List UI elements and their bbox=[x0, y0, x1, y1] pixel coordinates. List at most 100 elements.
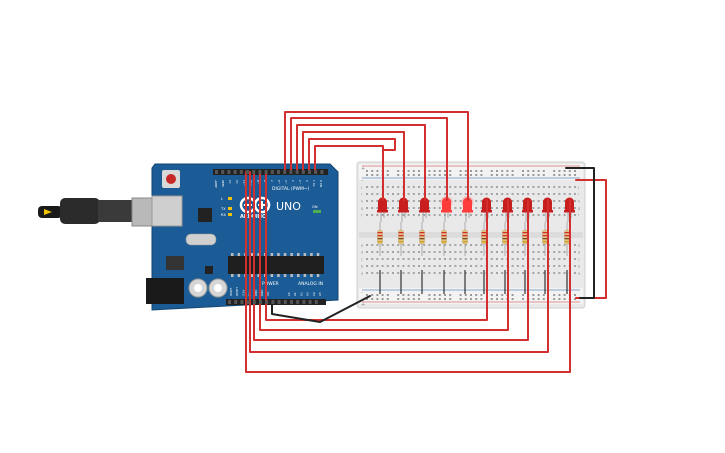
terminal-hole bbox=[532, 186, 535, 188]
resistor[interactable] bbox=[564, 222, 570, 256]
terminal-hole bbox=[574, 251, 576, 253]
terminal-hole bbox=[412, 258, 415, 260]
terminal-hole bbox=[516, 207, 519, 209]
rail-hole bbox=[459, 294, 462, 296]
terminal-hole bbox=[381, 251, 384, 253]
terminal-hole bbox=[392, 214, 394, 216]
terminal-hole bbox=[558, 258, 561, 260]
resistor[interactable] bbox=[441, 222, 447, 256]
terminal-hole bbox=[558, 244, 561, 246]
terminal-hole bbox=[397, 200, 400, 202]
arduino-board[interactable]: ARDUINO UNO DIGITAL (PWM~) POWER ANALOG … bbox=[146, 163, 339, 311]
rail-hole bbox=[470, 298, 472, 300]
resistors bbox=[377, 222, 570, 256]
terminal-hole bbox=[490, 265, 493, 267]
terminal-hole bbox=[527, 193, 530, 195]
resistor[interactable] bbox=[398, 222, 404, 256]
terminal-hole bbox=[423, 265, 426, 267]
terminal-hole bbox=[480, 258, 483, 260]
terminal-hole bbox=[412, 251, 415, 253]
resistor[interactable] bbox=[462, 222, 468, 256]
digital-pin-label: ~5 bbox=[284, 180, 288, 185]
terminal-hole bbox=[444, 244, 446, 246]
rail-hole bbox=[428, 174, 431, 176]
resistor[interactable] bbox=[377, 222, 383, 256]
rail-hole bbox=[542, 174, 545, 176]
terminal-hole bbox=[537, 214, 540, 216]
terminal-hole bbox=[490, 193, 493, 195]
terminal-hole bbox=[366, 214, 368, 216]
terminal-hole bbox=[470, 193, 472, 195]
rail-hole bbox=[386, 174, 389, 176]
rail-hole bbox=[438, 174, 441, 176]
terminal-hole bbox=[475, 214, 478, 216]
terminal-hole bbox=[574, 207, 576, 209]
terminal-hole bbox=[402, 251, 405, 253]
header-pin bbox=[302, 300, 306, 304]
terminal-hole bbox=[438, 258, 441, 260]
wire-pin-k bbox=[245, 171, 571, 373]
terminal-hole bbox=[407, 186, 410, 188]
terminal-hole bbox=[386, 244, 389, 246]
header-pin bbox=[277, 170, 280, 174]
digital-pin-label: ~6 bbox=[277, 180, 281, 185]
rail-hole bbox=[428, 298, 431, 300]
led[interactable] bbox=[461, 196, 474, 222]
resistor[interactable] bbox=[542, 222, 548, 256]
terminal-hole bbox=[470, 265, 472, 267]
terminal-hole bbox=[480, 214, 483, 216]
terminal-hole bbox=[433, 258, 436, 260]
rail-hole bbox=[418, 174, 420, 176]
power-header-label: POWER bbox=[262, 281, 279, 287]
rail-hole bbox=[449, 174, 452, 176]
terminal-hole bbox=[428, 193, 431, 195]
led[interactable] bbox=[377, 197, 388, 223]
led[interactable] bbox=[419, 197, 430, 223]
led[interactable] bbox=[398, 197, 409, 223]
terminal-hole bbox=[501, 244, 504, 246]
terminal-hole bbox=[464, 258, 467, 260]
resistor[interactable] bbox=[419, 222, 425, 256]
resistor[interactable] bbox=[481, 222, 487, 256]
rail-hole bbox=[501, 174, 504, 176]
rail-hole bbox=[527, 170, 530, 172]
terminal-hole bbox=[428, 258, 431, 260]
terminal-hole bbox=[433, 193, 436, 195]
terminal-hole bbox=[563, 193, 566, 195]
terminal-hole bbox=[553, 244, 556, 246]
rail-hole bbox=[537, 298, 540, 300]
header-pin bbox=[314, 300, 318, 304]
led[interactable] bbox=[440, 196, 453, 222]
rail-hole bbox=[537, 170, 540, 172]
terminal-hole bbox=[527, 186, 530, 188]
terminal-hole bbox=[511, 251, 514, 253]
terminal-hole bbox=[574, 244, 576, 246]
wire-pin-a bbox=[284, 111, 469, 201]
terminal-hole bbox=[454, 258, 457, 260]
terminal-hole bbox=[548, 186, 550, 188]
terminal-hole bbox=[397, 251, 400, 253]
wires[interactable] bbox=[245, 111, 607, 373]
terminal-hole bbox=[475, 207, 478, 209]
usb-plug-body bbox=[60, 198, 100, 224]
reset-button[interactable] bbox=[166, 174, 176, 184]
terminal-hole bbox=[412, 207, 415, 209]
arduino-model: UNO bbox=[276, 200, 301, 213]
terminal-hole bbox=[381, 244, 384, 246]
terminal-hole bbox=[412, 214, 415, 216]
row-letter: d bbox=[578, 251, 580, 255]
terminal-hole bbox=[480, 193, 483, 195]
terminal-hole bbox=[558, 200, 561, 202]
terminal-hole bbox=[558, 214, 561, 216]
rail-hole bbox=[563, 294, 566, 296]
terminal-hole bbox=[496, 214, 498, 216]
rail-hole bbox=[412, 298, 415, 300]
rail-hole bbox=[475, 174, 478, 176]
terminal-hole bbox=[553, 207, 556, 209]
resistor[interactable] bbox=[522, 222, 528, 256]
terminal-hole bbox=[407, 265, 410, 267]
rail-hole bbox=[407, 174, 410, 176]
row-letter: e bbox=[578, 244, 580, 248]
terminal-hole bbox=[553, 186, 556, 188]
